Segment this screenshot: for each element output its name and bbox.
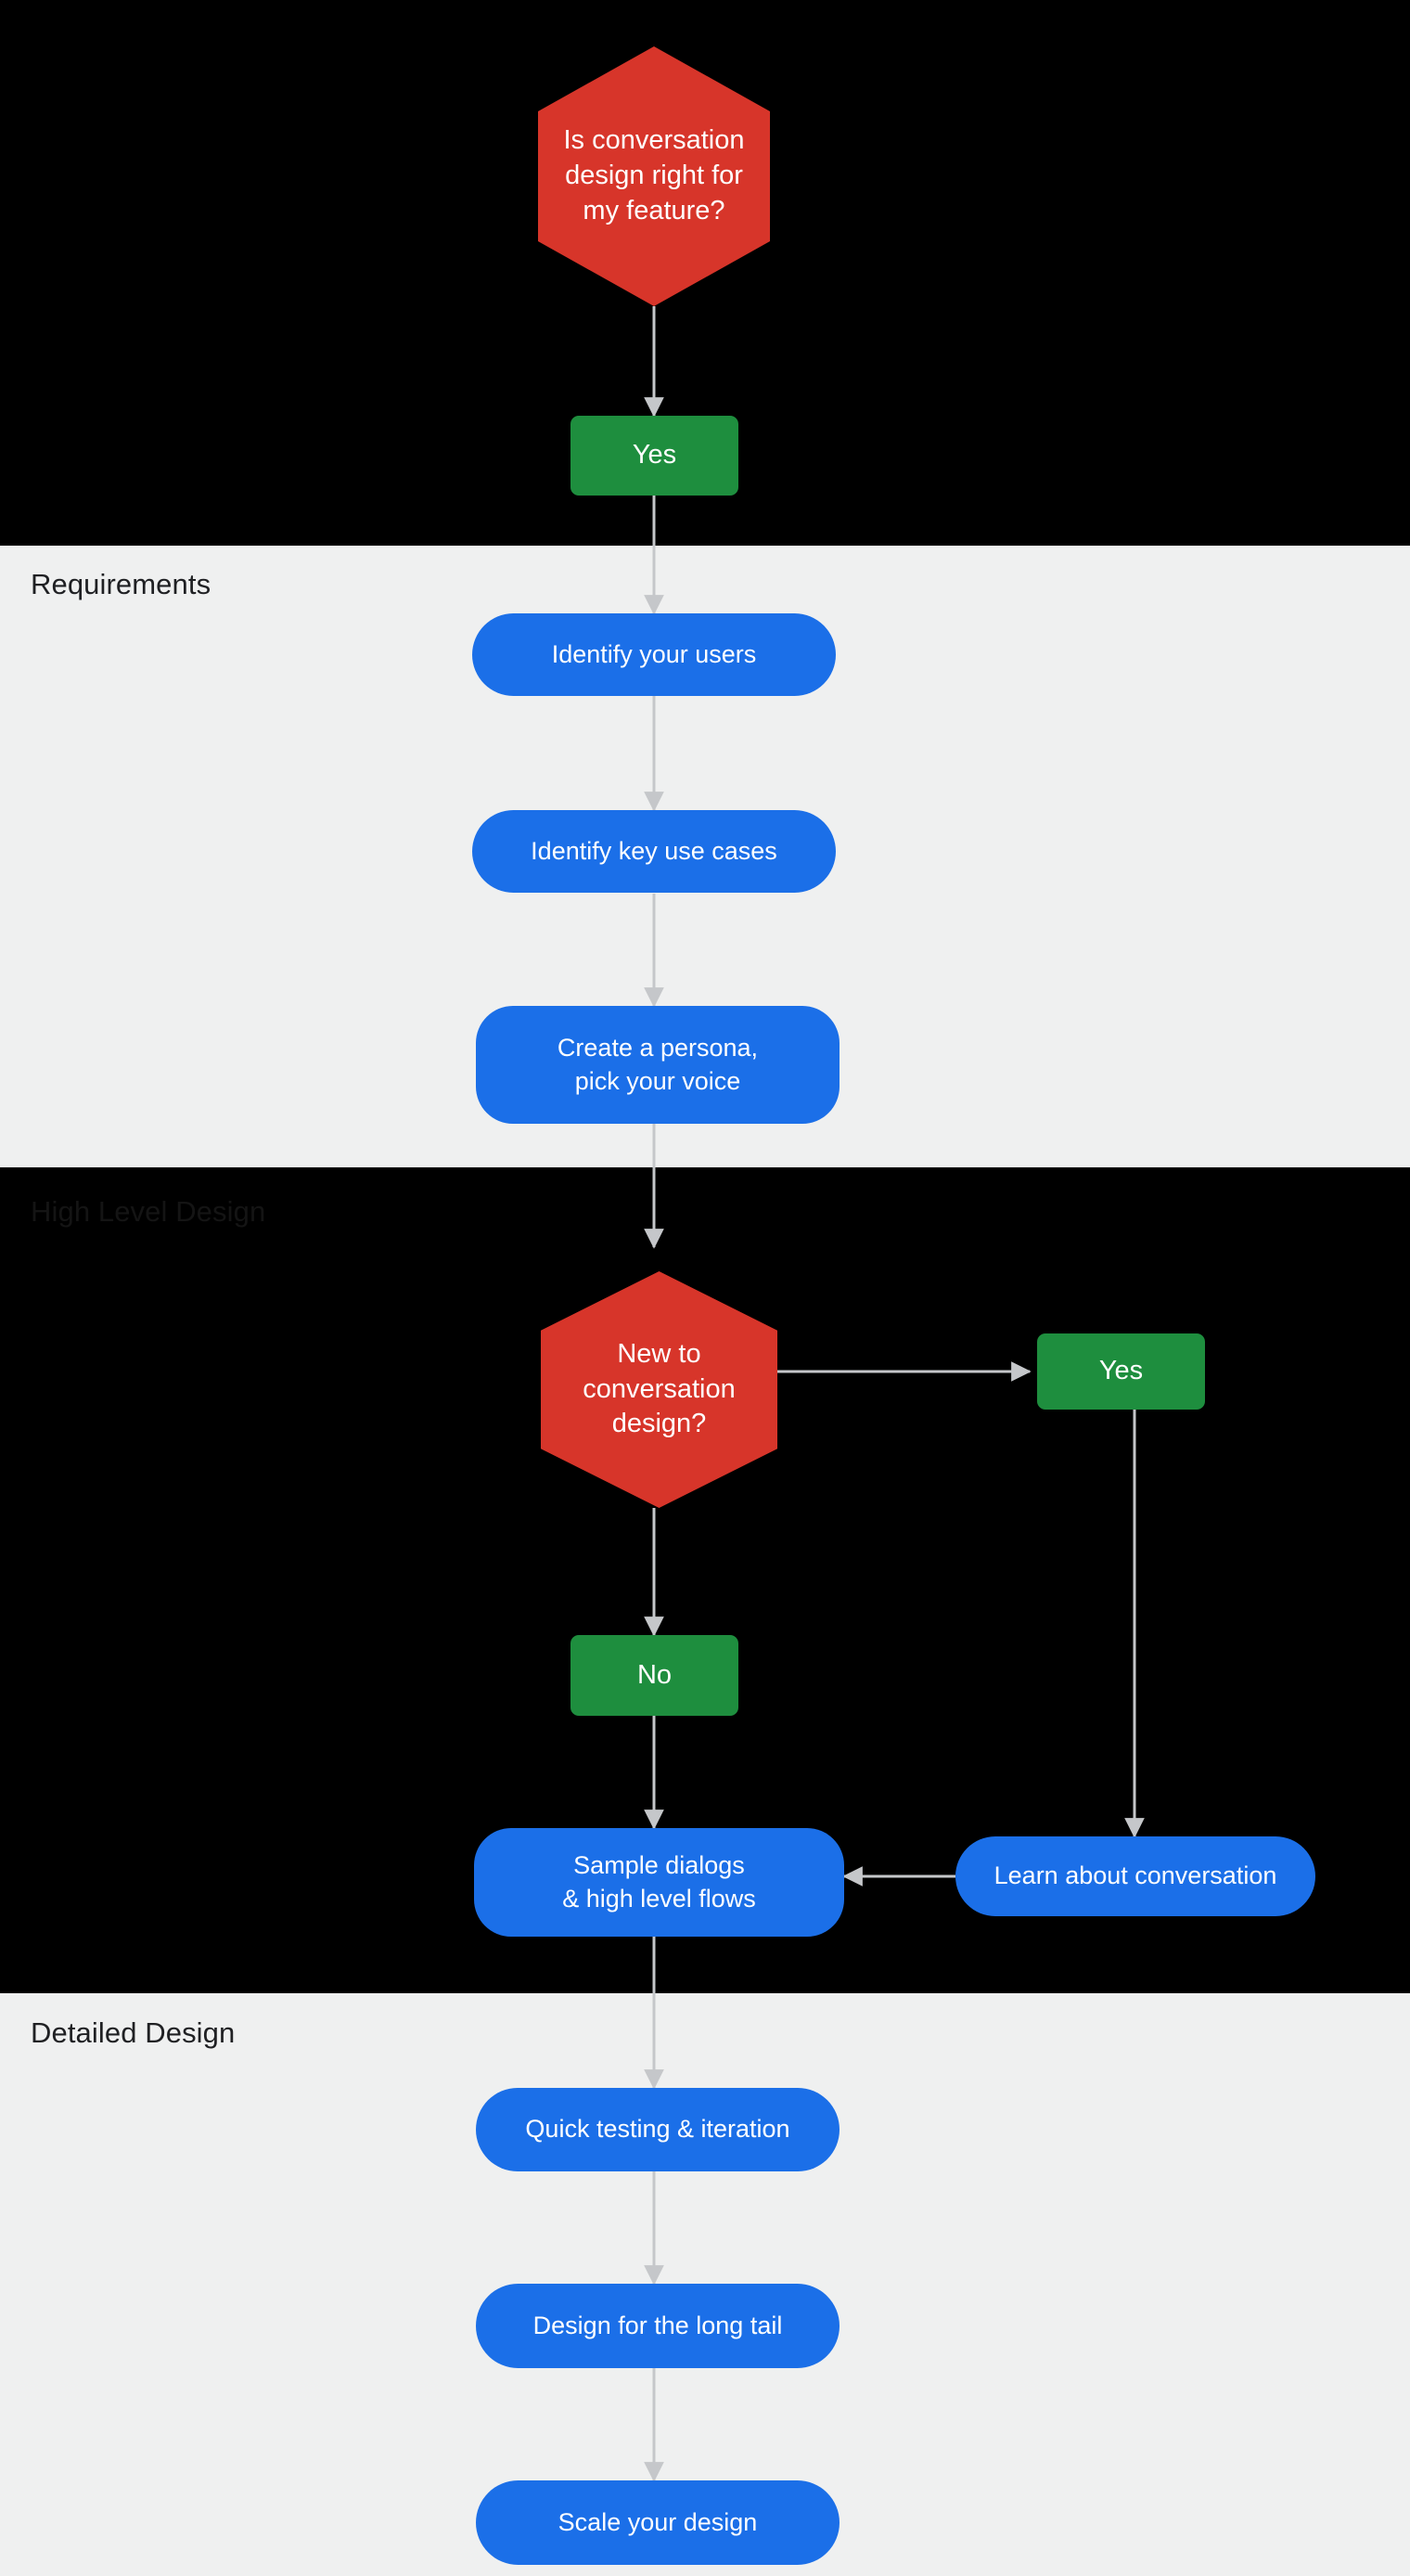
decision-new-to-conversation-design[interactable]: New to conversation design? xyxy=(541,1271,777,1508)
answer-label: Yes xyxy=(1098,1356,1144,1386)
answer-yes-1[interactable]: Yes xyxy=(570,416,738,496)
section-label-requirements: Requirements xyxy=(31,568,212,600)
step-label: Create a persona, pick your voice xyxy=(557,1034,759,1095)
decision-is-conversation-design-right[interactable]: Is conversation design right for my feat… xyxy=(538,46,770,306)
step-label: Learn about conversation xyxy=(993,1861,1277,1890)
decision-label: Is conversation design right for my feat… xyxy=(563,125,745,225)
step-design-for-the-long-tail[interactable]: Design for the long tail xyxy=(476,2284,840,2368)
step-create-a-persona[interactable]: Create a persona, pick your voice xyxy=(476,1006,840,1124)
step-learn-about-conversation[interactable]: Learn about conversation xyxy=(955,1836,1315,1916)
answer-no[interactable]: No xyxy=(570,1635,738,1716)
step-sample-dialogs-high-level-flows[interactable]: Sample dialogs & high level flows xyxy=(474,1828,844,1937)
step-label: Identify your users xyxy=(551,639,757,668)
step-label: Scale your design xyxy=(558,2507,758,2536)
section-label-detailed-design: Detailed Design xyxy=(31,2016,236,2049)
step-identify-your-users[interactable]: Identify your users xyxy=(472,613,836,696)
step-label: Design for the long tail xyxy=(532,2311,783,2339)
step-identify-key-use-cases[interactable]: Identify key use cases xyxy=(472,810,836,893)
step-quick-testing-iteration[interactable]: Quick testing & iteration xyxy=(476,2088,840,2171)
answer-label: No xyxy=(636,1659,673,1690)
step-label: Identify key use cases xyxy=(531,836,777,865)
step-label: Sample dialogs & high level flows xyxy=(562,1851,756,1913)
answer-yes-2[interactable]: Yes xyxy=(1037,1333,1205,1410)
decision-label: New to conversation design? xyxy=(583,1338,736,1439)
answer-label: Yes xyxy=(632,440,677,470)
step-label: Quick testing & iteration xyxy=(525,2115,790,2144)
section-label-high-level-design: High Level Design xyxy=(31,1195,266,1228)
step-scale-your-design[interactable]: Scale your design xyxy=(476,2480,840,2565)
